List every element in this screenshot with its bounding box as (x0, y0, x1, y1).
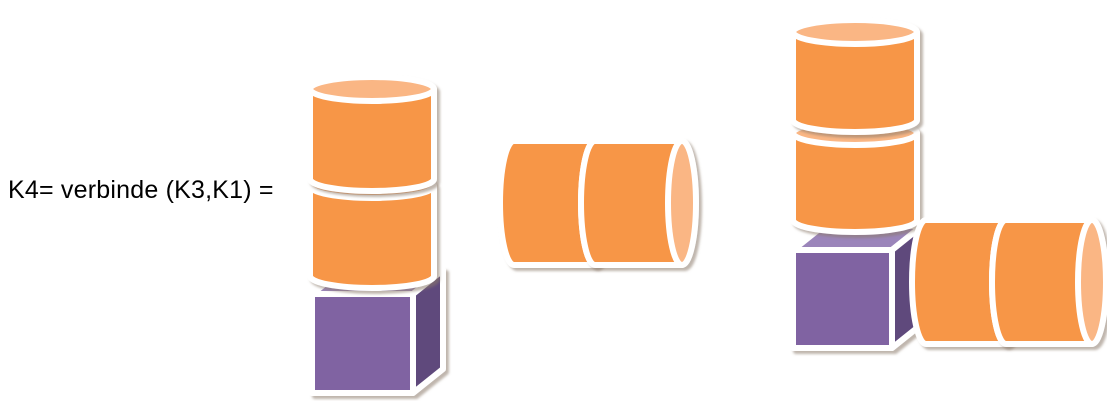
left-cylinder-upper (310, 77, 434, 191)
right-hcylinder-right (992, 220, 1106, 344)
right-cylinder-upper (793, 20, 917, 132)
left-figure (310, 77, 443, 393)
right-cube (793, 226, 922, 348)
right-figure (793, 20, 1106, 348)
middle-figure (500, 141, 696, 265)
right-cylinder-lower (793, 121, 917, 232)
middle-cylinder-right (581, 141, 696, 265)
